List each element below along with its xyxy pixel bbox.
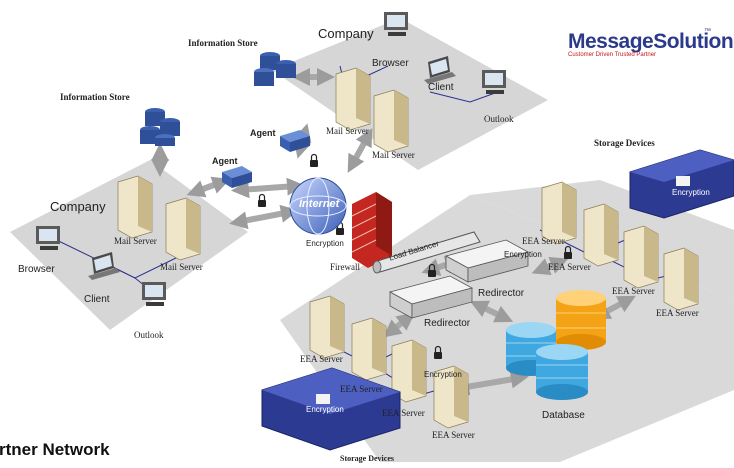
eea-right-label-2: EEA Server — [548, 262, 591, 272]
top-agent-icon — [280, 130, 310, 152]
storage-right-icon — [629, 149, 734, 219]
top-client-label: Client — [428, 82, 454, 93]
left-browser-pc-icon — [36, 226, 60, 250]
top-mail-server-a-label: Mail Server — [326, 126, 369, 136]
workstations — [36, 12, 506, 306]
left-agent-label: Agent — [212, 156, 238, 166]
archive-encryption-a-label: Encryption — [504, 250, 542, 259]
internet-encryption-label: Encryption — [306, 239, 344, 248]
left-mail-server-1-icon — [117, 175, 153, 239]
top-mail-server-b-label: Mail Server — [372, 150, 415, 160]
storage-bottom-title: Storage Devices — [340, 454, 394, 463]
top-company-label: Company — [318, 26, 374, 41]
left-browser-label: Browser — [18, 264, 55, 275]
eea-right-label-1: EEA Server — [522, 236, 565, 246]
right-eea-server-4-icon — [663, 247, 699, 311]
top-mail-server-1-icon — [335, 67, 371, 131]
left-eea-server-1-icon — [309, 295, 345, 359]
top-client-laptop-icon — [424, 56, 456, 84]
internet-globe-icon — [289, 177, 347, 235]
trademark-mark: ™ — [704, 28, 711, 35]
right-eea-server-2-icon — [583, 203, 619, 267]
right-eea-server-1-icon — [541, 181, 577, 245]
brand-tagline: Customer Driven Trusted Partner — [568, 52, 657, 58]
left-eea-server-4-icon — [433, 365, 469, 429]
eea-right-label-4: EEA Server — [656, 308, 699, 318]
brand-name: MessageSolution — [568, 30, 734, 53]
top-info-store-label: Information Store — [188, 38, 258, 48]
messagesolution-logo: MessageSolution ™ Customer Driven Truste… — [568, 28, 734, 58]
storage-bottom-badge: Encryption — [306, 405, 344, 414]
database-label: Database — [542, 410, 585, 421]
top-browser-pc-icon — [384, 12, 408, 36]
eea-left-label-3: EEA Server — [382, 408, 425, 418]
redirector-a-label: Redirector — [478, 288, 525, 299]
left-outlook-label: Outlook — [134, 330, 164, 340]
lock-icon — [564, 245, 572, 259]
internet-label: Internet — [299, 198, 340, 210]
lock-icon — [310, 153, 318, 167]
lock-icon — [428, 263, 436, 277]
storage-right-title: Storage Devices — [594, 138, 655, 148]
top-browser-label: Browser — [372, 58, 409, 69]
top-company-platform — [272, 18, 548, 170]
left-mail-server-a-label: Mail Server — [114, 236, 157, 246]
left-mail-server-2-icon — [165, 197, 201, 261]
firewall-icon — [351, 192, 392, 268]
left-info-store-icon — [140, 108, 180, 146]
left-info-store-label: Information Store — [60, 92, 130, 102]
left-company-label: Company — [50, 199, 106, 214]
redirector-b-label: Redirector — [424, 318, 471, 329]
storage-bottom-icon — [261, 367, 401, 451]
left-client-laptop-icon — [88, 252, 120, 280]
database-icon — [506, 290, 606, 400]
lock-icon — [258, 193, 266, 207]
top-mail-server-2-icon — [373, 89, 409, 153]
left-eea-server-3-icon — [391, 339, 427, 403]
firewall-label: Firewall — [330, 262, 360, 272]
left-client-label: Client — [84, 294, 110, 305]
left-eea-server-2-icon — [351, 317, 387, 381]
storage-right-badge: Encryption — [672, 188, 710, 197]
left-agent-icon — [222, 166, 252, 188]
partner-network-caption: rtner Network — [0, 440, 110, 459]
left-mail-server-b-label: Mail Server — [160, 262, 203, 272]
lock-icon — [434, 345, 442, 359]
server-towers — [117, 67, 699, 429]
archive-encryption-b-label: Encryption — [424, 370, 462, 379]
top-agent-label: Agent — [250, 128, 276, 138]
lock-icons — [258, 153, 572, 359]
eea-left-label-2: EEA Server — [340, 384, 383, 394]
redirector-bottom-icon — [388, 275, 474, 319]
eea-left-label-1: EEA Server — [300, 354, 343, 364]
eea-left-label-4: EEA Server — [432, 430, 475, 440]
top-outlook-pc-icon — [482, 70, 506, 94]
left-outlook-pc-icon — [142, 282, 166, 306]
load-balancer-icon — [372, 231, 481, 274]
redirector-top-icon — [444, 239, 530, 283]
top-outlook-label: Outlook — [484, 114, 514, 124]
right-eea-server-3-icon — [623, 225, 659, 289]
eea-right-label-3: EEA Server — [612, 286, 655, 296]
top-info-store-icon — [254, 52, 296, 86]
